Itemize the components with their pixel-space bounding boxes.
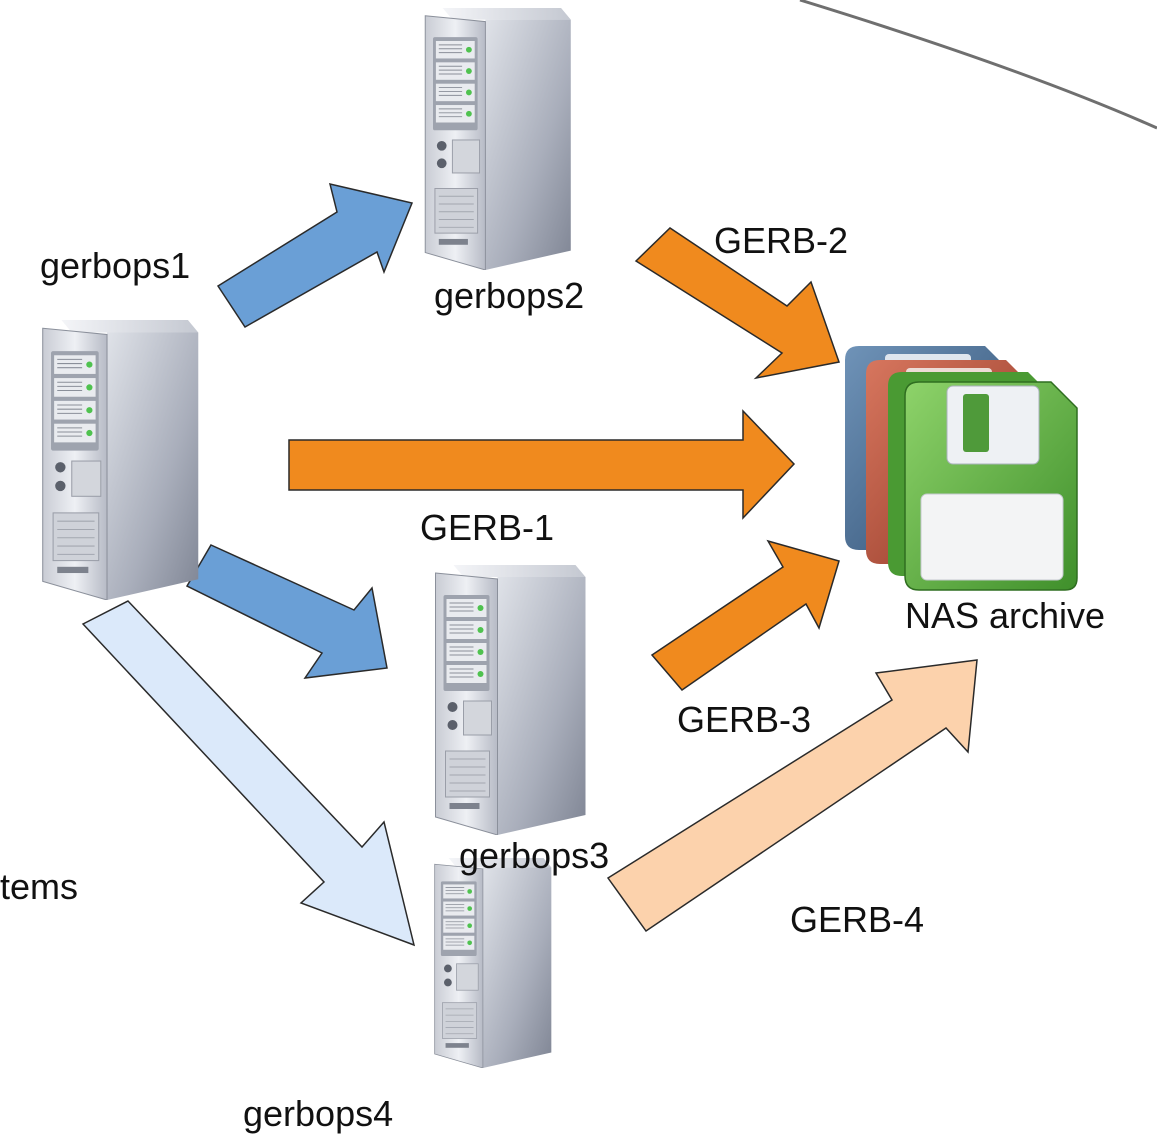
label-gerbops1: gerbops1 (40, 245, 191, 286)
arrow-gerb3-to-nas (650, 539, 840, 692)
server-gerbops2-icon (424, 8, 572, 270)
background-curve (799, 0, 1157, 130)
server-gerbops4-icon (434, 858, 552, 1068)
arrow-gerbops1-to-gerbops3 (185, 544, 388, 679)
arrow-gerb2-to-nas (634, 227, 840, 380)
arrow-gerbops1-to-gerbops4 (81, 600, 416, 947)
label-nas-archive: NAS archive (905, 595, 1106, 636)
label-gerbops3: gerbops3 (459, 835, 610, 876)
label-gerb4: GERB-4 (790, 899, 925, 940)
server-gerbops3-icon (434, 565, 587, 835)
arrow-gerbops1-to-gerbops2 (216, 182, 414, 328)
label-gerb2: GERB-2 (714, 220, 849, 261)
label-gerb1: GERB-1 (420, 507, 555, 548)
arrow-gerb4-to-nas (606, 659, 978, 933)
label-gerb3: GERB-3 (677, 699, 812, 740)
label-gerbops2: gerbops2 (434, 275, 585, 316)
label-partial-text: tems (0, 866, 79, 907)
nas-archive-icon (845, 346, 1078, 591)
arrow-gerb1-to-nas (288, 409, 796, 520)
label-gerbops4: gerbops4 (243, 1093, 394, 1134)
server-gerbops1-icon (41, 320, 200, 600)
